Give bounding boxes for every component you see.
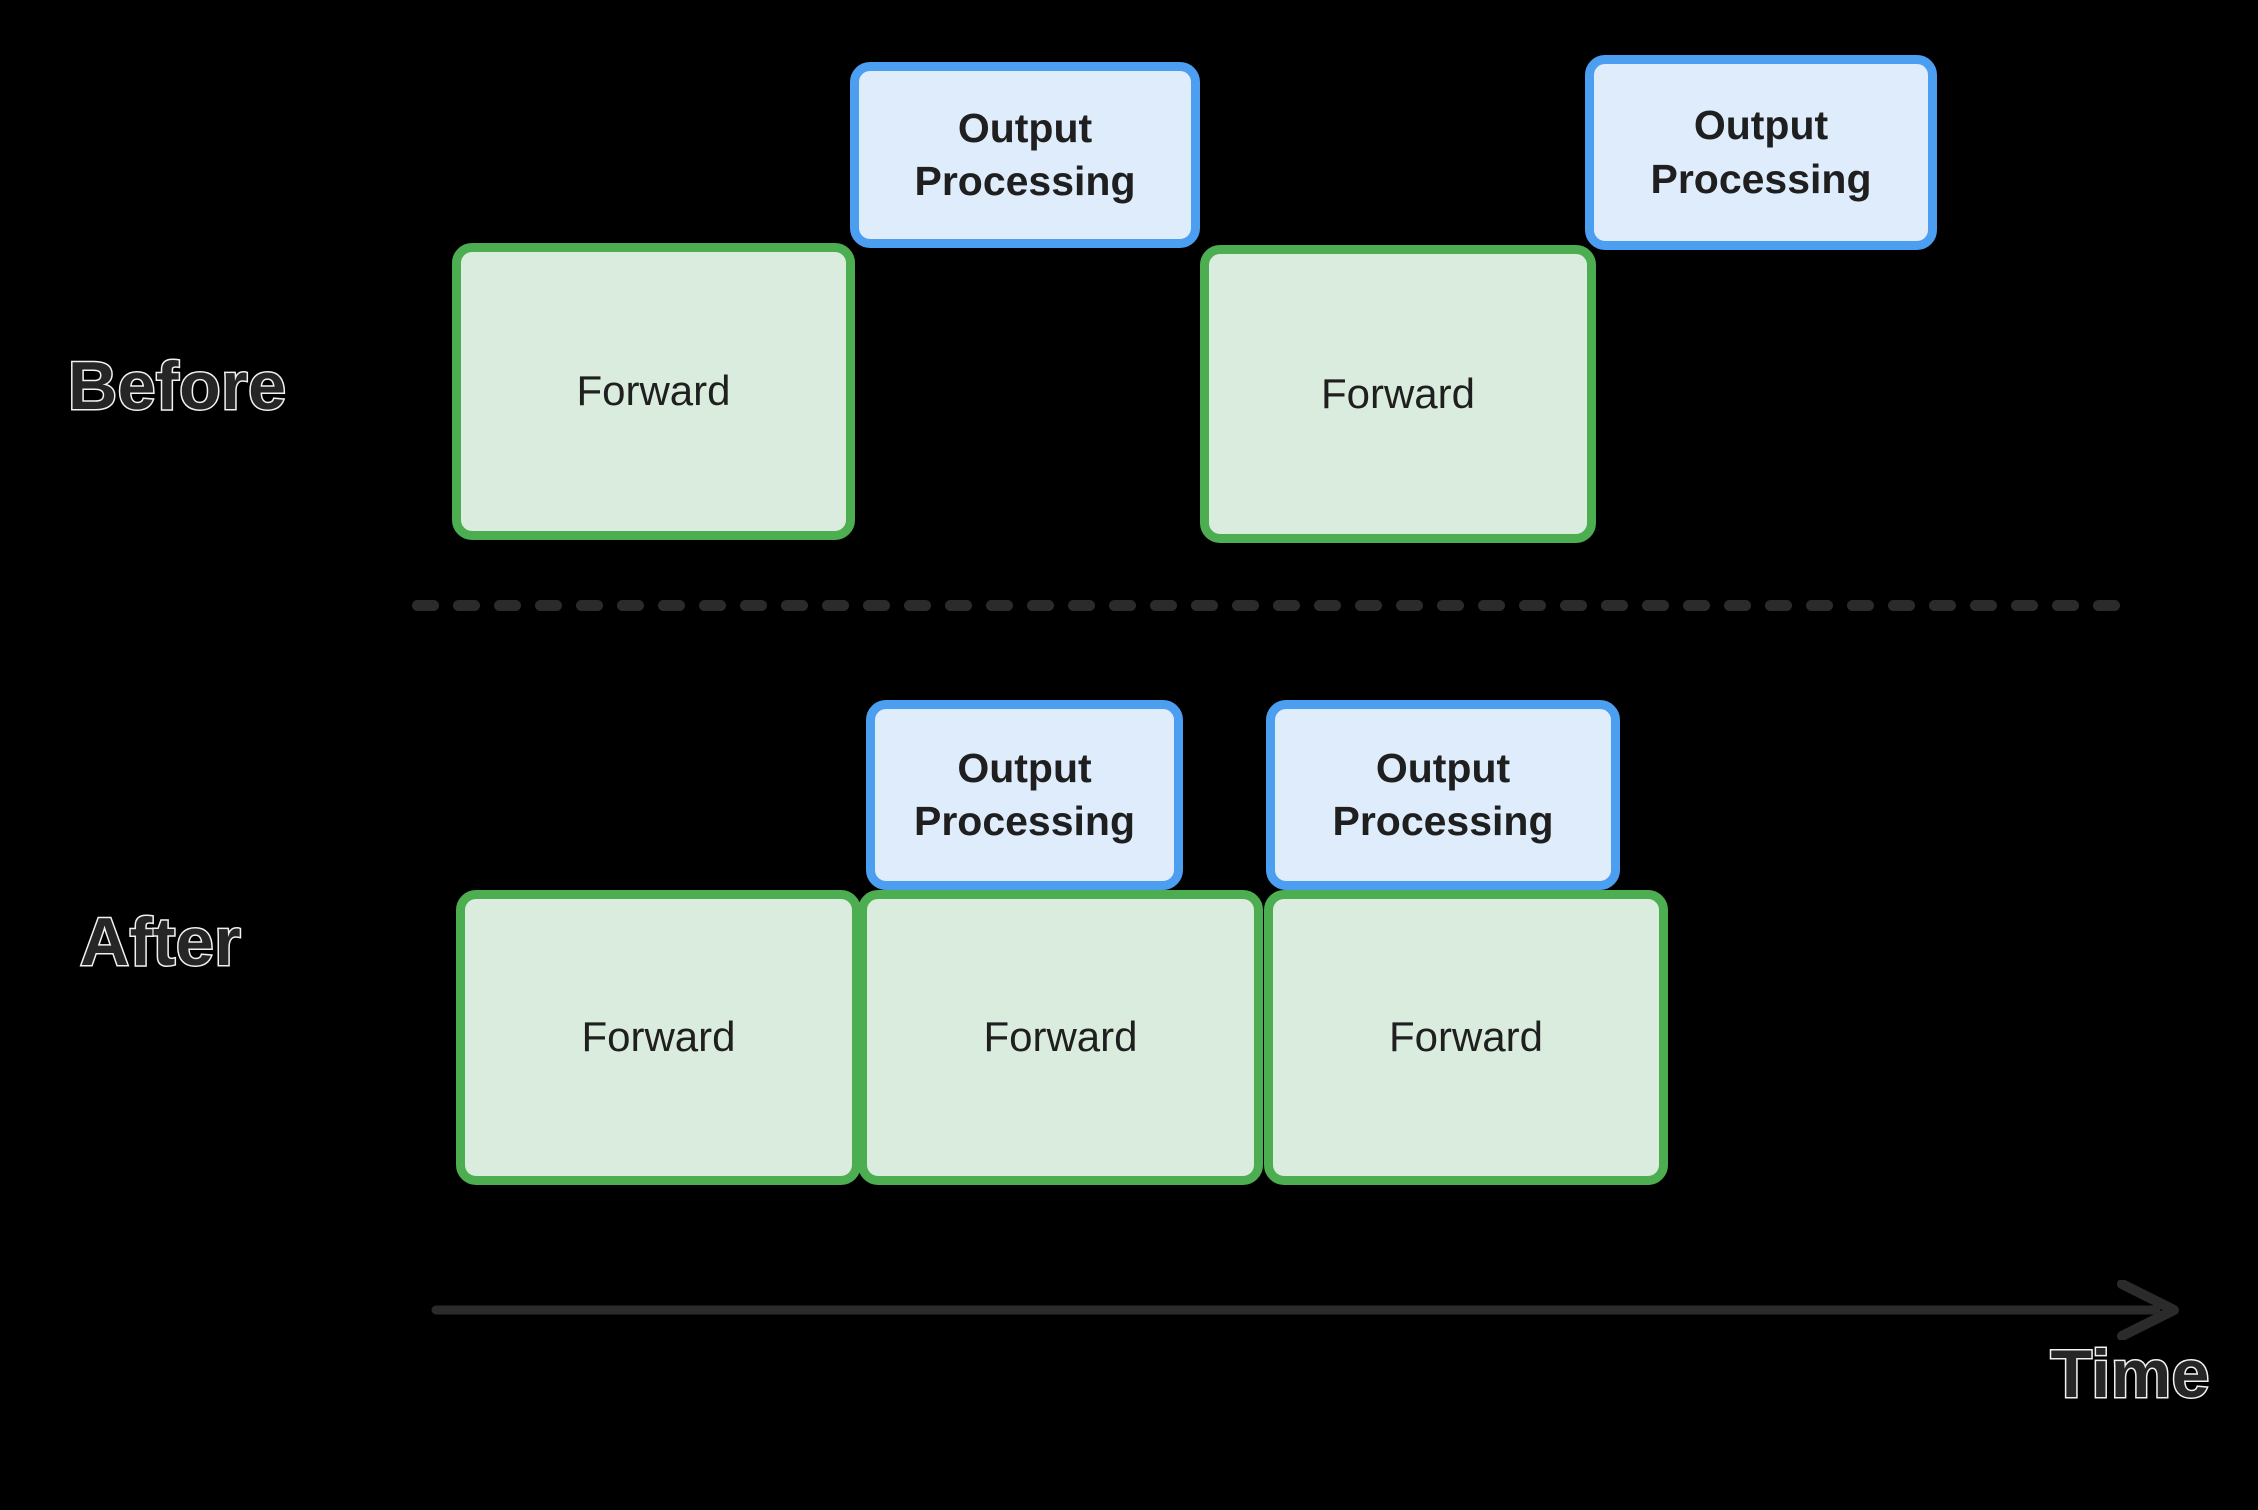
divider-dash <box>2011 600 2038 611</box>
divider-dash <box>1847 600 1874 611</box>
divider-dash <box>1150 600 1177 611</box>
before-output-processing-block-2: Output Processing <box>1585 55 1937 250</box>
divider-dash <box>1683 600 1710 611</box>
after-forward-block-1: Forward <box>456 890 861 1185</box>
divider-dash <box>412 600 439 611</box>
divider-dash <box>1806 600 1833 611</box>
divider-dash <box>2052 600 2079 611</box>
divider-dash <box>1068 600 1095 611</box>
before-output-processing-block-1: Output Processing <box>850 62 1200 248</box>
divider-dash <box>1642 600 1669 611</box>
divider-dash <box>1888 600 1915 611</box>
time-axis <box>430 1280 2190 1340</box>
after-output-processing-block-1: Output Processing <box>866 700 1183 890</box>
divider-dash <box>1355 600 1382 611</box>
divider-dash <box>1601 600 1628 611</box>
divider-dash <box>1519 600 1546 611</box>
time-axis-label: Time <box>2049 1336 2211 1412</box>
row-label-before: Before <box>66 348 287 424</box>
divider-dash <box>740 600 767 611</box>
divider-dash <box>535 600 562 611</box>
after-forward-block-3: Forward <box>1264 890 1668 1185</box>
divider-dash <box>1478 600 1505 611</box>
divider-dash <box>986 600 1013 611</box>
divider-dash <box>1109 600 1136 611</box>
divider-dash <box>781 600 808 611</box>
divider-dash <box>822 600 849 611</box>
row-label-after: After <box>78 904 242 980</box>
divider-dash <box>1929 600 1956 611</box>
divider-dash <box>1765 600 1792 611</box>
divider-dash <box>1970 600 1997 611</box>
divider-dash <box>1191 600 1218 611</box>
divider-dash <box>453 600 480 611</box>
divider-dash <box>1314 600 1341 611</box>
divider-dash <box>1396 600 1423 611</box>
divider-dash <box>1560 600 1587 611</box>
section-divider <box>412 600 2128 611</box>
divider-dash <box>863 600 890 611</box>
divider-dash <box>699 600 726 611</box>
divider-dash <box>658 600 685 611</box>
divider-dash <box>617 600 644 611</box>
after-output-processing-block-2: Output Processing <box>1266 700 1620 890</box>
divider-dash <box>1273 600 1300 611</box>
divider-dash <box>945 600 972 611</box>
before-forward-block-2: Forward <box>1200 245 1596 543</box>
after-forward-block-2: Forward <box>858 890 1263 1185</box>
divider-dash <box>904 600 931 611</box>
divider-dash <box>1437 600 1464 611</box>
divider-dash <box>494 600 521 611</box>
divider-dash <box>2093 600 2120 611</box>
divider-dash <box>576 600 603 611</box>
divider-dash <box>1232 600 1259 611</box>
before-forward-block-1: Forward <box>452 243 855 540</box>
divider-dash <box>1724 600 1751 611</box>
divider-dash <box>1027 600 1054 611</box>
arrow-right-icon <box>431 1280 2179 1340</box>
